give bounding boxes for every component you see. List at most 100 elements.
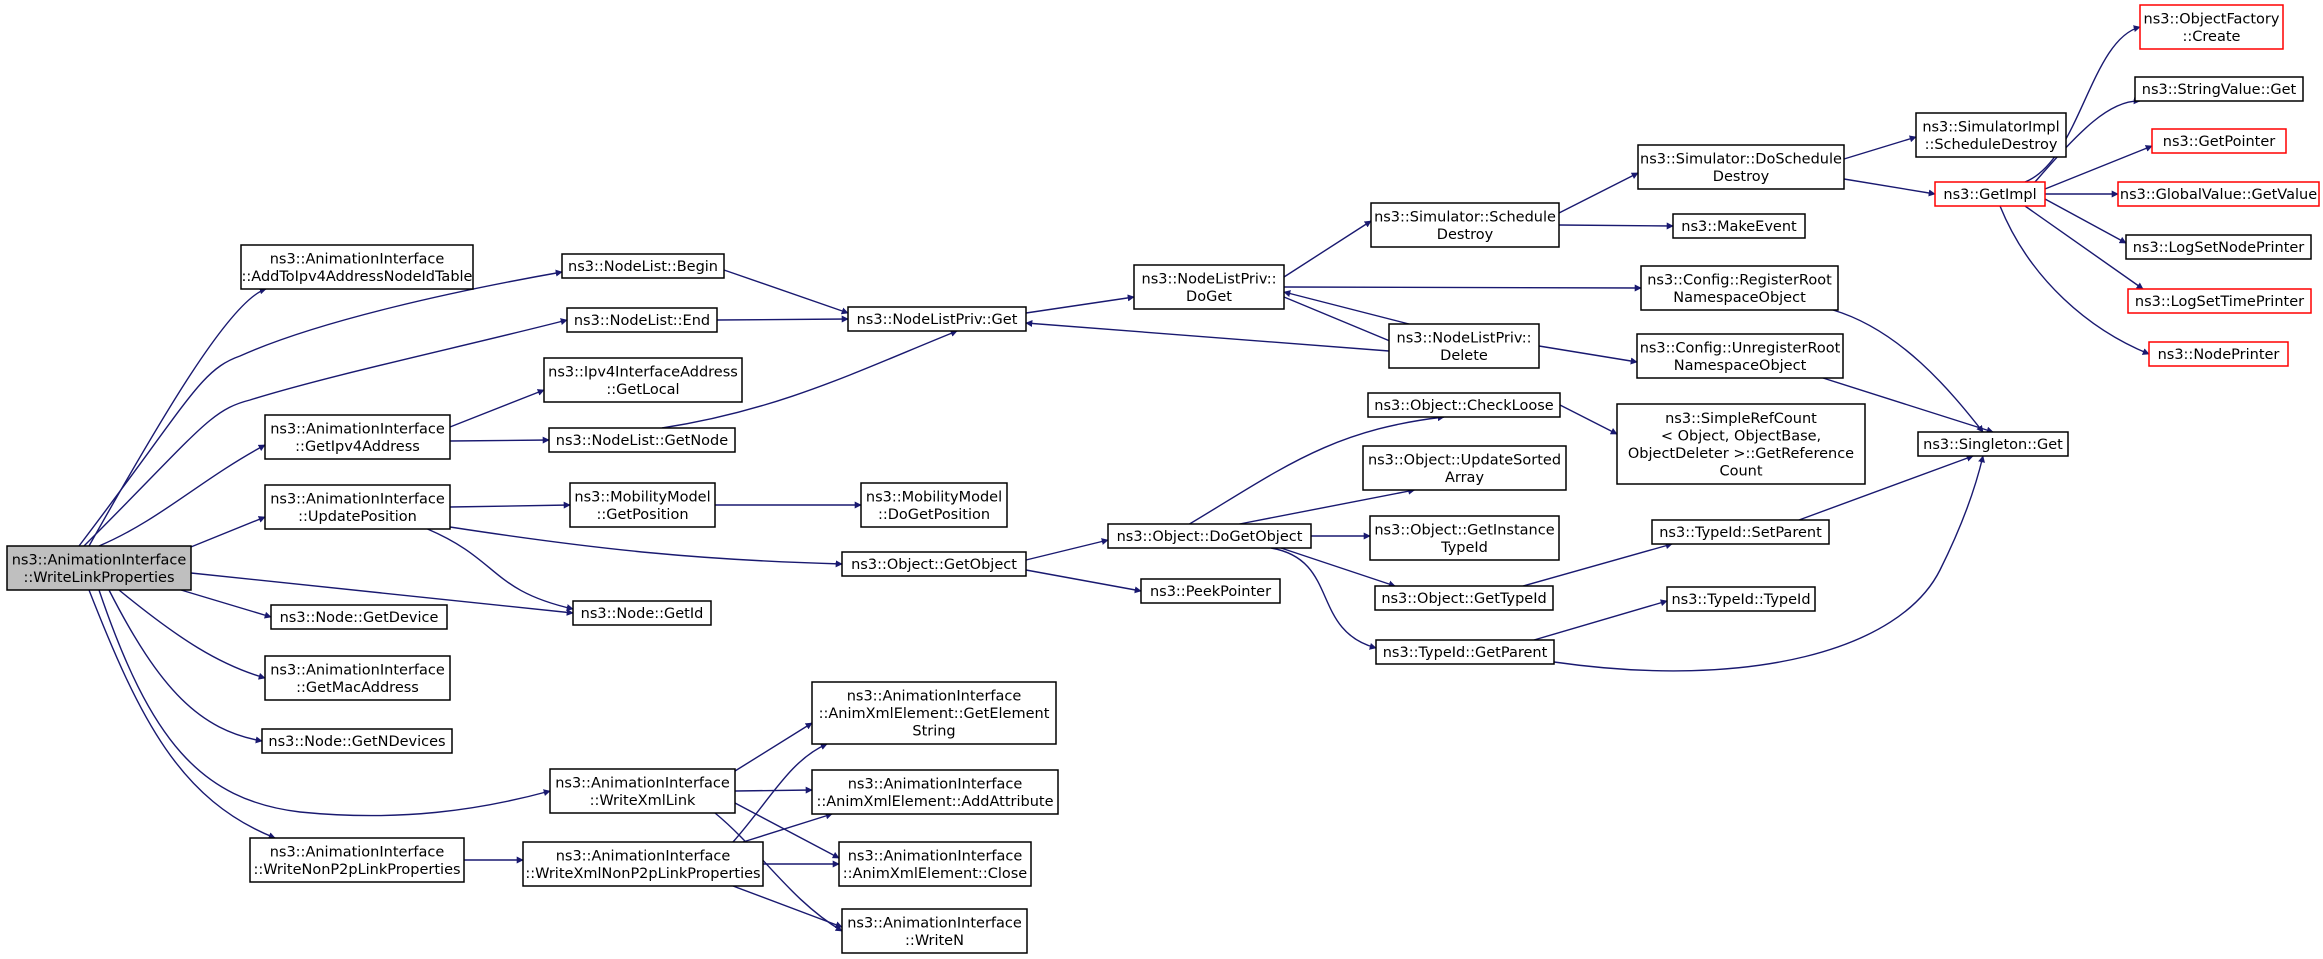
edge-line bbox=[1558, 172, 1639, 214]
node-simple-ref-count[interactable]: ns3::SimpleRefCount< Object, ObjectBase,… bbox=[1616, 403, 1866, 485]
edge-root-nlEnd bbox=[83, 318, 568, 547]
node-write-xml-non-p2p[interactable]: ns3::AnimationInterface::WriteXmlNonP2pL… bbox=[522, 841, 764, 887]
edge-nlpDelete-nlpGet bbox=[1025, 319, 1390, 352]
edge-line bbox=[180, 589, 272, 619]
node-write-xml-link[interactable]: ns3::AnimationInterface::WriteXmlLink bbox=[549, 768, 736, 814]
edge-line bbox=[1522, 542, 1673, 587]
node-box bbox=[1367, 392, 1561, 418]
node-sim-schedule-destroy[interactable]: ns3::Simulator::ScheduleDestroy bbox=[1370, 202, 1560, 248]
node-label-line: ObjectDeleter >::GetReference bbox=[1628, 446, 1854, 462]
node-ipv4-get-local[interactable]: ns3::Ipv4InterfaceAddress::GetLocal bbox=[543, 357, 743, 403]
node-label-line: Delete bbox=[1440, 348, 1488, 364]
node-mm-get-position[interactable]: ns3::MobilityModel::GetPosition bbox=[569, 482, 716, 528]
node-box bbox=[264, 484, 451, 530]
node-box bbox=[860, 482, 1008, 528]
node-label-line: ::Create bbox=[2183, 29, 2241, 45]
node-node-printer[interactable]: ns3::NodePrinter bbox=[2148, 341, 2289, 367]
edge-objGetObject-peek bbox=[1025, 569, 1142, 594]
node-label-line: ns3::MakeEvent bbox=[1681, 219, 1797, 235]
edge-line bbox=[714, 812, 843, 932]
node-label-line: ::AnimXmlElement::Close bbox=[843, 866, 1028, 882]
node-box bbox=[543, 357, 743, 403]
node-write-n[interactable]: ns3::AnimationInterface::WriteN bbox=[841, 908, 1028, 954]
node-obj-do-get-object[interactable]: ns3::Object::DoGetObject bbox=[1107, 523, 1312, 549]
edge-line bbox=[732, 743, 828, 843]
node-node-get-device[interactable]: ns3::Node::GetDevice bbox=[270, 604, 448, 630]
edge-line bbox=[734, 802, 840, 859]
node-box bbox=[1616, 403, 1866, 485]
node-obj-check-loose[interactable]: ns3::Object::CheckLoose bbox=[1367, 392, 1561, 418]
node-nl-end[interactable]: ns3::NodeList::End bbox=[566, 307, 718, 333]
node-type-id-get-parent[interactable]: ns3::TypeId::GetParent bbox=[1375, 639, 1555, 665]
edge-simSched-makeEvent bbox=[1558, 222, 1674, 230]
node-get-impl[interactable]: ns3::GetImpl bbox=[1934, 181, 2046, 207]
node-add-attribute[interactable]: ns3::AnimationInterface::AnimXmlElement:… bbox=[811, 769, 1059, 815]
node-label-line: ::AnimXmlElement::AddAttribute bbox=[816, 794, 1053, 810]
edge-objDoGet-checkLoose bbox=[1189, 414, 1445, 525]
node-log-set-node-printer[interactable]: ns3::LogSetNodePrinter bbox=[2125, 234, 2312, 260]
node-label-line: ns3::NodeList::End bbox=[574, 313, 710, 329]
node-type-id-type-id[interactable]: ns3::TypeId::TypeId bbox=[1666, 586, 1816, 612]
node-box bbox=[2139, 4, 2284, 50]
node-label-line: ::DoGetPosition bbox=[878, 507, 990, 523]
edge-getIpv4-nlGetNode bbox=[449, 436, 550, 444]
node-nlp-do-get[interactable]: ns3::NodeListPriv::DoGet bbox=[1133, 264, 1285, 310]
node-get-element-string[interactable]: ns3::AnimationInterface::AnimXmlElement:… bbox=[811, 681, 1057, 745]
node-get-mac-address[interactable]: ns3::AnimationInterface::GetMacAddress bbox=[264, 655, 451, 701]
node-label-line: ns3::Ipv4InterfaceAddress bbox=[548, 364, 738, 380]
edge-line bbox=[1558, 222, 1674, 230]
node-box bbox=[566, 307, 718, 333]
node-get-ipv4-address[interactable]: ns3::AnimationInterface::GetIpv4Address bbox=[264, 414, 451, 460]
node-nl-begin[interactable]: ns3::NodeList::Begin bbox=[561, 253, 725, 279]
node-box bbox=[1666, 586, 1816, 612]
node-box bbox=[1388, 323, 1540, 369]
edge-root-updatePos bbox=[180, 516, 266, 552]
node-global-value-get-value[interactable]: ns3::GlobalValue::GetValue bbox=[2117, 181, 2320, 207]
node-make-event[interactable]: ns3::MakeEvent bbox=[1672, 213, 1806, 239]
node-singleton-get[interactable]: ns3::Singleton::Get bbox=[1917, 431, 2069, 457]
node-label-line: ns3::TypeId::GetParent bbox=[1383, 645, 1548, 661]
edge-cfgReg-singleton bbox=[1832, 309, 1984, 433]
node-object-factory-create[interactable]: ns3::ObjectFactory::Create bbox=[2139, 4, 2284, 50]
node-nl-get-node[interactable]: ns3::NodeList::GetNode bbox=[548, 427, 736, 453]
node-log-set-time-printer[interactable]: ns3::LogSetTimePrinter bbox=[2127, 288, 2312, 314]
node-anim-close[interactable]: ns3::AnimationInterface::AnimXmlElement:… bbox=[838, 841, 1032, 887]
node-peek-pointer[interactable]: ns3::PeekPointer bbox=[1140, 578, 1281, 604]
edge-getParent-typeIdTypeId bbox=[1533, 599, 1668, 641]
edge-line bbox=[1533, 599, 1668, 641]
edge-nlpDoGet-cfgReg bbox=[1283, 284, 1642, 292]
node-label-line: ns3::GlobalValue::GetValue bbox=[2120, 187, 2317, 203]
node-sim-impl-schedule-destroy[interactable]: ns3::SimulatorImpl::ScheduleDestroy bbox=[1915, 112, 2067, 158]
node-root[interactable]: ns3::AnimationInterface::WriteLinkProper… bbox=[6, 545, 192, 591]
node-get-pointer[interactable]: ns3::GetPointer bbox=[2151, 128, 2287, 154]
edge-line bbox=[1553, 455, 1985, 672]
edge-line bbox=[78, 269, 563, 547]
node-box bbox=[1140, 578, 1281, 604]
edge-line bbox=[2024, 25, 2141, 183]
node-get-n-devices[interactable]: ns3::Node::GetNDevices bbox=[261, 728, 453, 754]
node-update-position[interactable]: ns3::AnimationInterface::UpdatePosition bbox=[264, 484, 451, 530]
edge-nlpDelete-cfgUnreg bbox=[1538, 345, 1638, 365]
node-cfg-unregister-root[interactable]: ns3::Config::UnregisterRootNamespaceObje… bbox=[1636, 333, 1844, 379]
node-mm-do-get-position[interactable]: ns3::MobilityModel::DoGetPosition bbox=[860, 482, 1008, 528]
node-node-get-id[interactable]: ns3::Node::GetId bbox=[572, 600, 712, 626]
node-add-to-ipv4[interactable]: ns3::AnimationInterface::AddToIpv4Addres… bbox=[240, 244, 474, 290]
node-string-value-get[interactable]: ns3::StringValue::Get bbox=[2134, 76, 2304, 102]
edge-line bbox=[449, 436, 550, 444]
node-label-line: DoGet bbox=[1186, 289, 1232, 305]
node-nlp-delete[interactable]: ns3::NodeListPriv::Delete bbox=[1388, 323, 1540, 369]
node-nlp-get[interactable]: ns3::NodeListPriv::Get bbox=[847, 306, 1027, 332]
node-obj-get-type-id[interactable]: ns3::Object::GetTypeId bbox=[1374, 585, 1554, 611]
node-label-line: ns3::Singleton::Get bbox=[1923, 437, 2063, 453]
node-type-id-set-parent[interactable]: ns3::TypeId::SetParent bbox=[1651, 519, 1830, 545]
node-label-line: NamespaceObject bbox=[1673, 290, 1806, 306]
node-obj-get-object[interactable]: ns3::Object::GetObject bbox=[841, 551, 1027, 577]
node-label-line: ns3::Object::DoGetObject bbox=[1117, 529, 1303, 545]
edge-line bbox=[2044, 145, 2153, 190]
node-label-line: ::ScheduleDestroy bbox=[1925, 137, 2058, 153]
node-write-non-p2p[interactable]: ns3::AnimationInterface::WriteNonP2pLink… bbox=[249, 837, 465, 883]
